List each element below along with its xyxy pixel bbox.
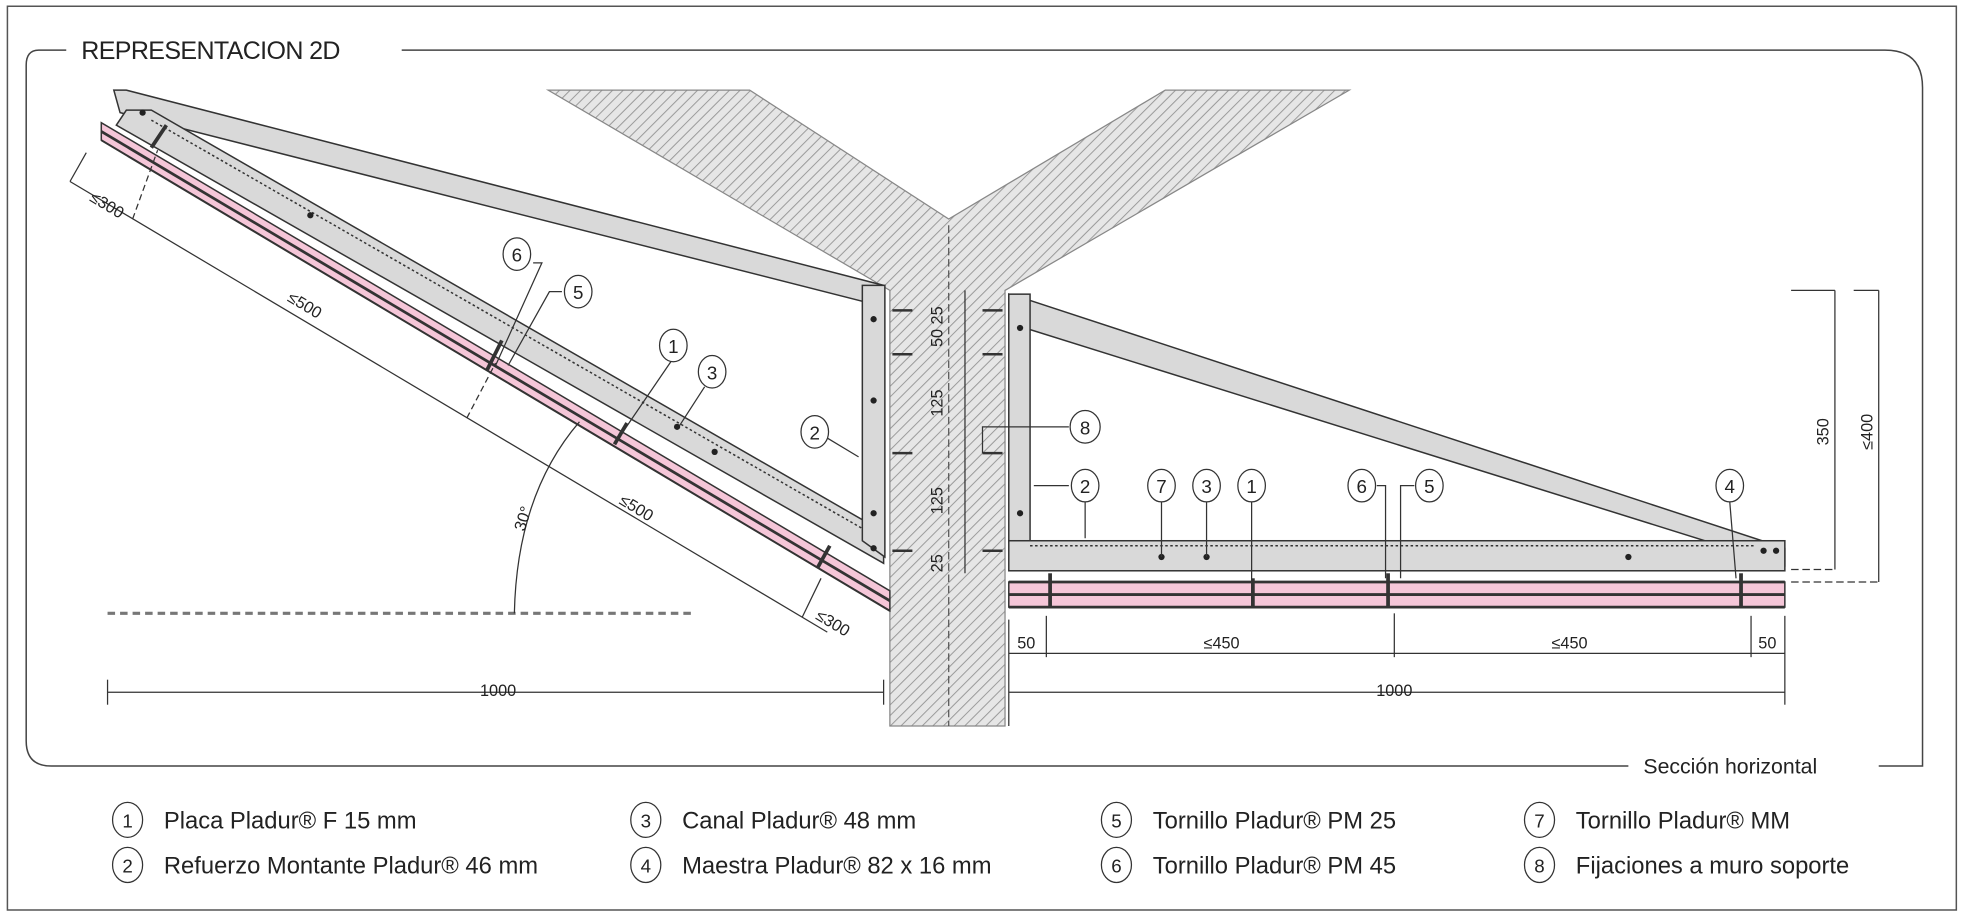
svg-text:6: 6 xyxy=(512,245,522,266)
svg-text:5: 5 xyxy=(1111,810,1121,831)
svg-text:25: 25 xyxy=(928,306,946,324)
svg-text:Maestra Pladur® 82 x 16 mm: Maestra Pladur® 82 x 16 mm xyxy=(682,853,991,880)
svg-text:Refuerzo Montante Pladur® 46 m: Refuerzo Montante Pladur® 46 mm xyxy=(164,853,538,880)
svg-text:25: 25 xyxy=(928,554,946,572)
svg-text:3: 3 xyxy=(707,362,717,383)
left-assembly xyxy=(100,89,891,613)
svg-text:Canal Pladur® 48 mm: Canal Pladur® 48 mm xyxy=(682,808,916,835)
svg-text:2: 2 xyxy=(1080,476,1090,497)
dim-left-top-edge: ≤300 xyxy=(87,188,127,222)
dim-left-bottom-edge: ≤300 xyxy=(813,606,853,640)
callout-2: 2 xyxy=(800,414,830,449)
dim-right-edge-right: 50 xyxy=(1758,634,1776,652)
dim-right-span-2: ≤450 xyxy=(1552,634,1588,652)
outer-border xyxy=(6,5,1958,911)
svg-text:4: 4 xyxy=(641,855,651,876)
svg-text:2: 2 xyxy=(122,855,132,876)
svg-text:1: 1 xyxy=(1246,476,1256,497)
svg-text:2: 2 xyxy=(810,422,820,443)
left-dimensions xyxy=(69,149,885,705)
svg-text:5: 5 xyxy=(1424,476,1434,497)
svg-text:1: 1 xyxy=(122,810,132,831)
svg-text:8: 8 xyxy=(1080,417,1090,438)
dim-left-width: 1000 xyxy=(480,682,516,700)
dim-right-height-outer: ≤400 xyxy=(1858,414,1876,450)
svg-text:50: 50 xyxy=(928,329,946,347)
svg-text:Placa Pladur® F 15 mm: Placa Pladur® F 15 mm xyxy=(164,808,417,835)
svg-text:125: 125 xyxy=(928,487,946,514)
dim-angle: 30° xyxy=(511,504,536,533)
right-assembly xyxy=(1008,293,1786,609)
legend-item: 6 Tornillo Pladur® PM 45 xyxy=(1100,846,1396,884)
svg-text:5: 5 xyxy=(573,282,583,303)
svg-text:Fijaciones a muro soporte: Fijaciones a muro soporte xyxy=(1576,853,1849,880)
callouts-left: 6 5 1 3 2 xyxy=(502,237,830,449)
dim-right-edge-left: 50 xyxy=(1017,634,1035,652)
right-vertical-stud xyxy=(1008,293,1031,543)
section-frame xyxy=(25,49,1924,767)
svg-text:3: 3 xyxy=(1201,476,1211,497)
legend-item: 1 Placa Pladur® F 15 mm xyxy=(111,801,417,839)
right-diagonal-strut xyxy=(1008,293,1786,567)
callout-4: 4 xyxy=(1715,468,1745,503)
legend: 1 Placa Pladur® F 15 mm 2 Refuerzo Montant… xyxy=(111,801,1849,884)
svg-text:1: 1 xyxy=(668,336,678,357)
vertical-stud xyxy=(861,284,886,559)
section-title: REPRESENTACION 2D xyxy=(81,37,340,65)
callout-6: 6 xyxy=(502,237,532,271)
svg-text:Tornillo Pladur® PM 25: Tornillo Pladur® PM 25 xyxy=(1153,808,1396,835)
dim-right-height-inner: 350 xyxy=(1815,418,1833,445)
callout-5: 5 xyxy=(563,274,593,309)
svg-text:8: 8 xyxy=(1534,855,1544,876)
callout-7: 7 xyxy=(1147,468,1176,503)
support-wall xyxy=(545,89,1352,727)
svg-text:4: 4 xyxy=(1725,476,1735,497)
callout-leaders xyxy=(495,262,1737,589)
section-label: Sección horizontal xyxy=(1643,755,1817,779)
dim-left-upper-span: ≤500 xyxy=(284,288,324,322)
right-dimensions xyxy=(1008,289,1880,726)
dim-right-span-1: ≤450 xyxy=(1204,634,1240,652)
legend-item: 5 Tornillo Pladur® PM 25 xyxy=(1100,801,1396,839)
svg-text:3: 3 xyxy=(641,810,651,831)
callout-1: 1 xyxy=(658,328,688,363)
svg-text:7: 7 xyxy=(1156,476,1166,497)
dim-right-width: 1000 xyxy=(1376,682,1412,700)
svg-text:125: 125 xyxy=(928,389,946,416)
svg-text:7: 7 xyxy=(1534,810,1544,831)
callouts-right: 8 2 7 3 1 6 5 4 xyxy=(1069,409,1745,503)
svg-text:6: 6 xyxy=(1357,476,1367,497)
callout-3: 3 xyxy=(1192,468,1221,503)
svg-text:6: 6 xyxy=(1111,855,1121,876)
callout-3: 3 xyxy=(697,354,727,389)
dim-left-lower-span: ≤500 xyxy=(616,491,656,525)
legend-item: 8 Fijaciones a muro soporte xyxy=(1523,846,1849,884)
callout-1: 1 xyxy=(1237,468,1267,503)
callout-8: 8 xyxy=(1069,409,1101,444)
callout-6: 6 xyxy=(1347,468,1377,503)
callout-2: 2 xyxy=(1070,468,1100,503)
callout-5: 5 xyxy=(1414,468,1444,503)
legend-item: 3 Canal Pladur® 48 mm xyxy=(630,801,916,839)
legend-item: 4 Maestra Pladur® 82 x 16 mm xyxy=(630,846,992,884)
legend-item: 2 Refuerzo Montante Pladur® 46 mm xyxy=(111,846,538,884)
svg-text:Tornillo Pladur® PM 45: Tornillo Pladur® PM 45 xyxy=(1153,853,1396,880)
wall-dimensions: 25 50 125 125 25 xyxy=(928,306,946,572)
svg-text:Tornillo Pladur® MM: Tornillo Pladur® MM xyxy=(1576,808,1790,835)
legend-item: 7 Tornillo Pladur® MM xyxy=(1523,801,1790,839)
